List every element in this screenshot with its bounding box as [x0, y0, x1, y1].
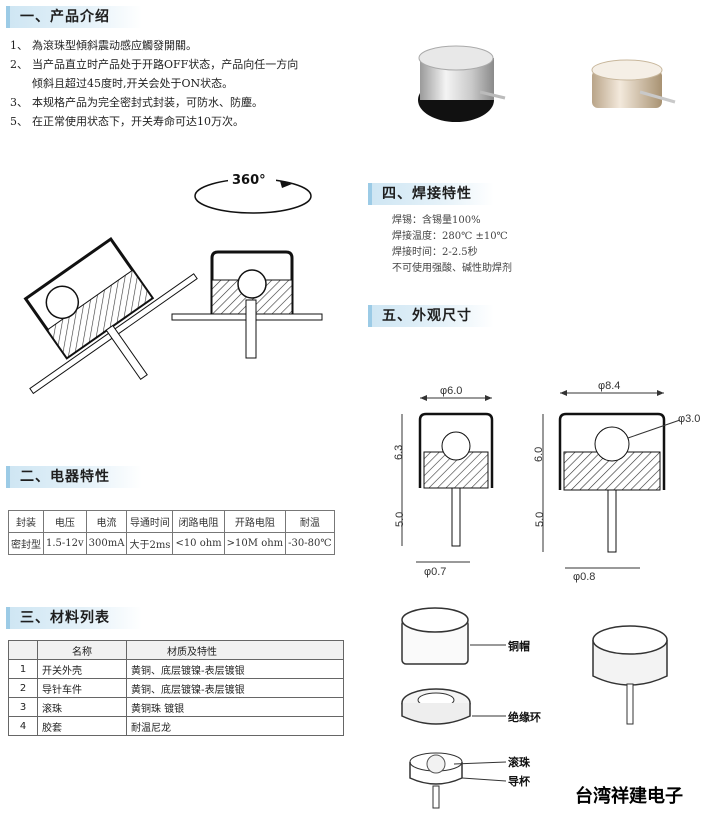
dimension-drawing-large: φ8.4 φ3.0 6.0 5.0 φ0.8	[533, 380, 700, 583]
welding-item: 焊接时间：2-2.5秒	[392, 247, 478, 258]
part-label-cap: 铜帽	[507, 639, 530, 653]
table-cell: <10 ohm	[172, 532, 225, 555]
table-cell: -30-80℃	[285, 532, 335, 555]
materials-table: 名称 材质及特性 1 开关外壳 黄铜、底层镀镍-表层镀银 2 导针车件 黄铜、底…	[8, 640, 344, 736]
rotation-label: 360°	[232, 173, 266, 188]
brand-name: 台湾祥建电子	[575, 786, 683, 807]
dim-height-small: 6.3	[393, 445, 405, 460]
exploded-parts-view: 铜帽 绝缘环 滚珠 导杯	[401, 607, 541, 809]
dimension-drawing-small: φ6.0 6.3 5.0 φ0.7	[393, 385, 494, 578]
intro-list: 1、為滾珠型傾斜震动感应觸發開關。 2、当产品直立时产品处于开路OFF状态，产品…	[10, 36, 360, 131]
tilted-switch-diagram	[23, 236, 198, 395]
welding-item: 焊接温度：280℃ ±10℃	[392, 231, 508, 242]
intro-item: 2、当产品直立时产品处于开路OFF状态，产品向任一方向	[10, 58, 299, 71]
dim-pin-length-small: 5.0	[394, 512, 406, 527]
section-title-electrical: 二、电器特性	[6, 466, 142, 488]
assembled-switch	[592, 625, 668, 725]
welding-list: 焊锡：含锡量100% 焊接温度：280℃ ±10℃ 焊接时间：2-2.5秒 不可…	[392, 213, 512, 277]
part-label-ball: 滚珠	[508, 755, 531, 769]
section-title-intro: 一、产品介绍	[6, 6, 142, 28]
part-label-ring: 绝缘环	[508, 710, 541, 724]
dim-pin-dia-small: φ0.7	[424, 566, 446, 578]
intro-item: 1、為滾珠型傾斜震动感应觸發開關。	[10, 39, 197, 52]
dim-height-large: 6.0	[533, 447, 545, 462]
dim-width-small: φ6.0	[440, 385, 462, 397]
table-row: 密封型 1.5-12v 300mA 大于2ms <10 ohm >10M ohm…	[8, 532, 335, 555]
electrical-table: 封装 电压 电流 导通时间 闭路电阻 开路电阻 耐温 密封型 1.5-12v 3…	[8, 510, 335, 555]
dim-pin-dia-large: φ0.8	[573, 571, 595, 583]
dim-ball-large: φ3.0	[678, 413, 700, 425]
welding-item: 焊锡：含锡量100%	[392, 215, 481, 226]
dim-pin-length-large: 5.0	[534, 512, 546, 527]
table-cell: 密封型	[8, 532, 44, 555]
table-row: 4 胶套 耐温尼龙	[8, 716, 344, 736]
table-row: 1 开关外壳 黄铜、底层镀镍-表层镀银	[8, 659, 344, 679]
product-photo-small	[591, 59, 676, 108]
table-row: 2 导针车件 黄铜、底层镀镍-表层镀银	[8, 678, 344, 698]
section-title-materials: 三、材料列表	[6, 607, 142, 629]
product-photo-large	[418, 45, 506, 122]
welding-item: 不可使用强酸、碱性助焊剂	[392, 263, 512, 274]
dim-width-large: φ8.4	[598, 380, 620, 392]
intro-item: 倾斜且超过45度时,开关会处于ON状态。	[32, 77, 234, 90]
table-cell: 大于2ms	[126, 532, 174, 555]
section-title-dimensions: 五、外观尺寸	[368, 305, 494, 327]
intro-item: 5、在正常使用状态下，开关寿命可达10万次。	[10, 115, 244, 128]
upright-switch-diagram	[171, 250, 323, 359]
rotation-diagram: 360°	[194, 170, 312, 214]
intro-item: 3、本规格产品为完全密封式封装，可防水、防塵。	[10, 96, 263, 109]
table-header-cell: 名称	[37, 640, 127, 660]
table-cell: 耐温尼龙	[126, 716, 344, 736]
section-title-welding: 四、焊接特性	[368, 183, 494, 205]
part-label-cup: 导杯	[508, 774, 531, 788]
